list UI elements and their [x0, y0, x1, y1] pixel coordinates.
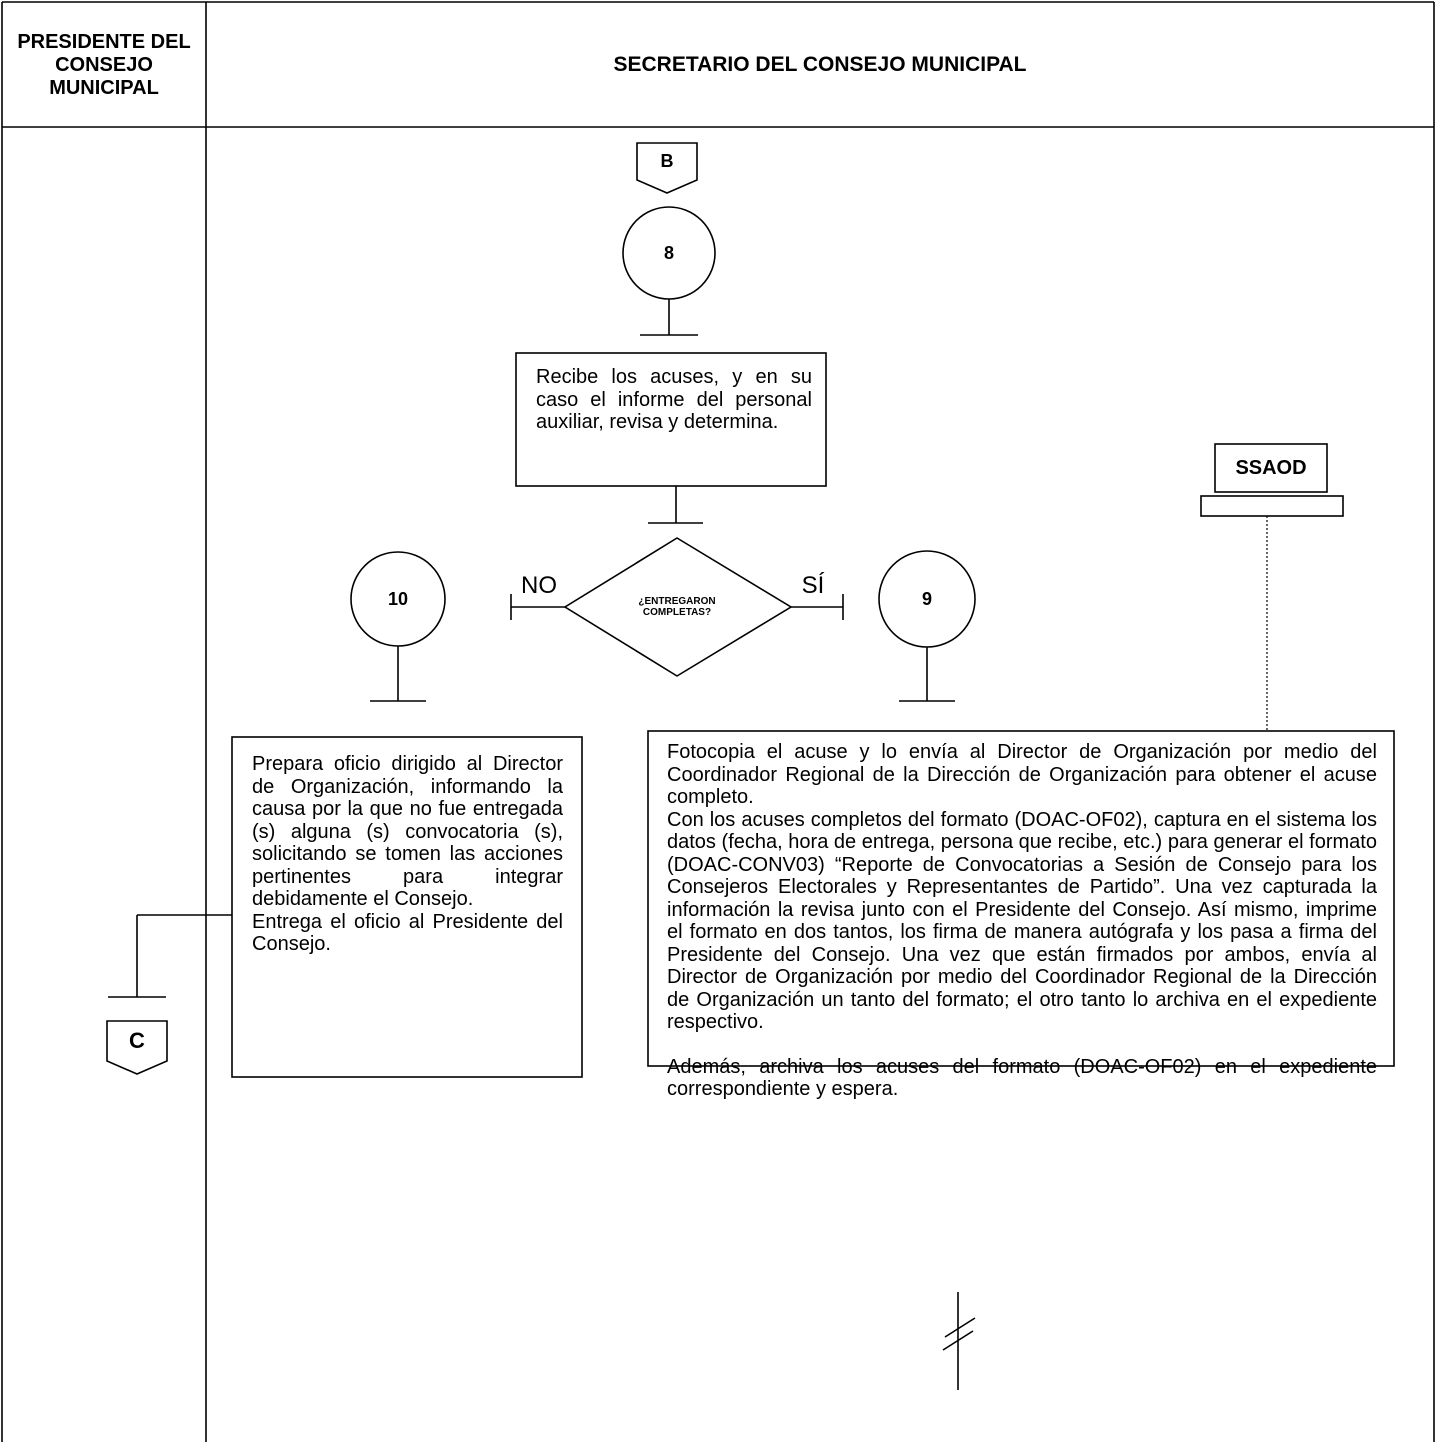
decision-diamond [563, 537, 793, 677]
decision-yes-label: SÍ [801, 572, 825, 599]
header-secretary: SECRETARIO DEL CONSEJO MUNICIPAL [613, 53, 1027, 76]
decision-question: ¿ENTREGARON COMPLETAS? [638, 596, 716, 618]
header-president: PRESIDENTE DEL CONSEJO MUNICIPAL [17, 30, 191, 99]
connector-b-shape [636, 142, 698, 194]
step-9-paragraph-3: Además, archiva los acuses del formato (… [667, 1055, 1377, 1101]
connector-c-label: C [129, 1028, 145, 1053]
ssaod-box [1214, 443, 1328, 493]
step-9-text: Fotocopia el acuse y lo envía al Directo… [667, 741, 1377, 1101]
step-8-text: Recibe los acuses, y en su caso el infor… [536, 366, 812, 433]
break-slash-1 [944, 1317, 976, 1338]
step-9-number: 9 [921, 588, 932, 609]
step-8-number: 8 [663, 242, 674, 263]
step-10-text: Prepara oficio dirigido al Director de O… [252, 753, 563, 956]
step-10-number: 10 [387, 588, 409, 609]
step-10-box [231, 736, 583, 1078]
ssaod-base [1200, 495, 1344, 517]
step-8-box [515, 352, 827, 487]
break-slash-2 [942, 1330, 974, 1351]
connector-c-shape [106, 1020, 168, 1075]
step-9-paragraph-1: Fotocopia el acuse y lo envía al Directo… [667, 741, 1377, 808]
step-9-box [647, 730, 1395, 1067]
step-10-paragraph-2: Entrega el oficio al Presidente del Cons… [252, 910, 563, 956]
step-10-paragraph-1: Prepara oficio dirigido al Director de O… [252, 753, 563, 910]
ssaod-label: SSAOD [1235, 456, 1307, 479]
connector-b-label: B [660, 150, 674, 171]
decision-no-label: NO [521, 572, 557, 599]
step-9-paragraph-2: Con los acuses completos del formato (DO… [667, 808, 1377, 1034]
